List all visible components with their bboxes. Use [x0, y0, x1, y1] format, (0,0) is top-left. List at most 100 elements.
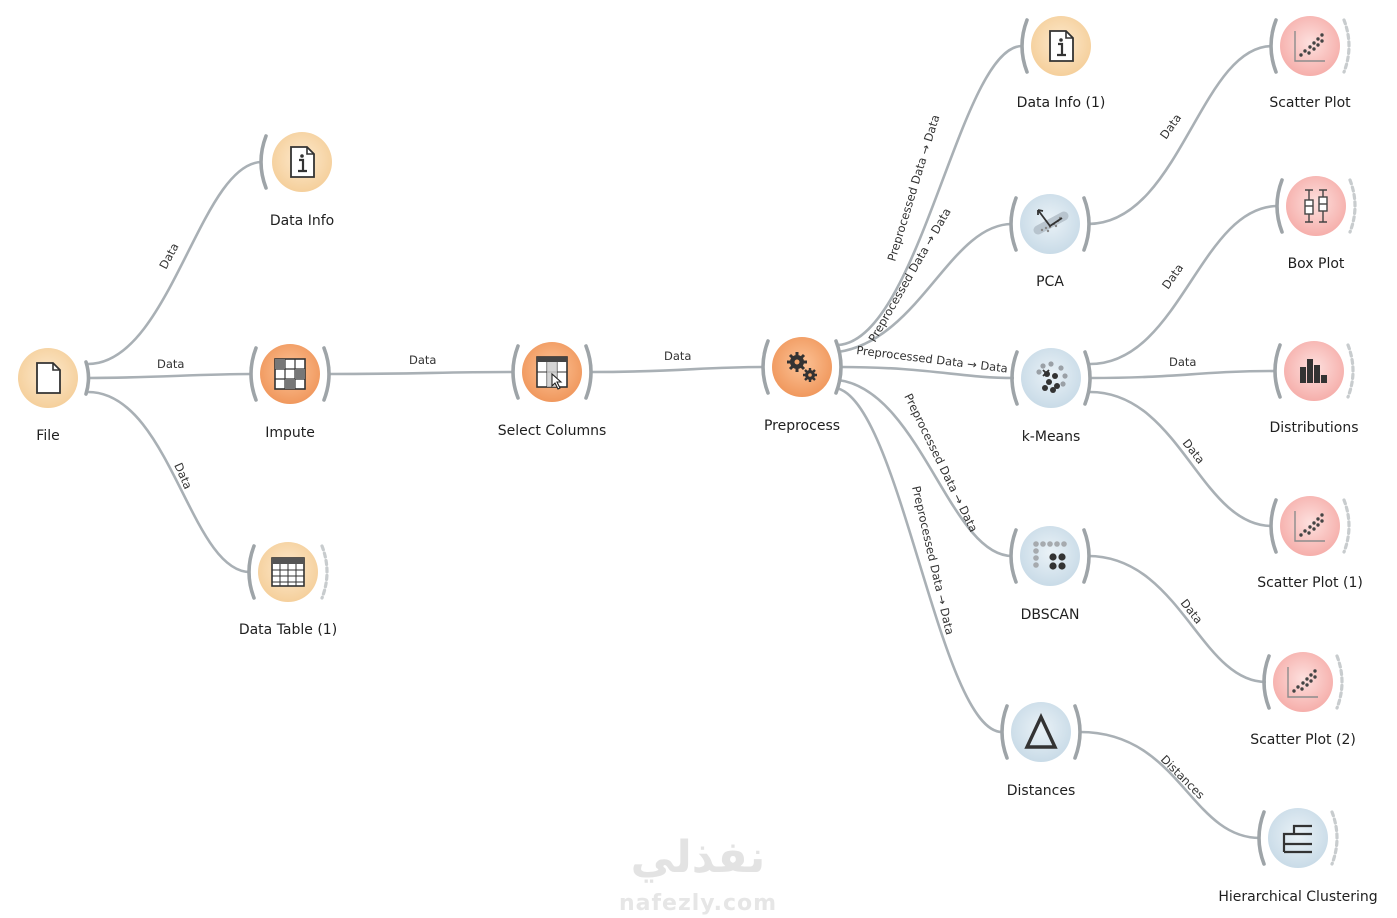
scatter-icon: [1294, 511, 1325, 542]
link-preprocess-distances[interactable]: [835, 386, 1003, 734]
input-anchor[interactable]: [247, 544, 256, 600]
link-pca-scatter-plot[interactable]: [1087, 44, 1273, 226]
output-anchor[interactable]: [834, 339, 843, 395]
output-anchor[interactable]: [1342, 498, 1351, 554]
node-title: PCA: [1036, 274, 1064, 290]
output-anchor[interactable]: [1342, 18, 1351, 74]
node-title: Distances: [1007, 783, 1076, 799]
node-distributions[interactable]: Distributions: [1270, 341, 1359, 436]
output-anchor[interactable]: [322, 346, 331, 402]
watermark-latin: nafezly.com: [619, 891, 777, 916]
output-anchor[interactable]: [1335, 654, 1344, 710]
link-preprocess-kmeans[interactable]: [839, 365, 1015, 380]
output-anchor[interactable]: [1082, 196, 1091, 252]
link-preprocess-dbscan[interactable]: [837, 378, 1013, 558]
node-circle[interactable]: [1268, 808, 1328, 868]
node-pca[interactable]: PCA: [1009, 194, 1091, 290]
output-anchor[interactable]: [1082, 528, 1091, 584]
link-kmeans-box-plot[interactable]: [1089, 204, 1279, 366]
kmeans-icon: [1036, 361, 1068, 393]
link-select-columns-preprocess[interactable]: [589, 365, 765, 374]
output-anchor[interactable]: [84, 360, 91, 396]
link-label: Data: [157, 357, 184, 371]
input-anchor[interactable]: [1010, 350, 1019, 406]
gears-icon: [787, 352, 817, 382]
input-anchor[interactable]: [1000, 704, 1009, 760]
link-dbscan-scatter-plot-2[interactable]: [1087, 554, 1267, 684]
node-box-plot[interactable]: Box Plot: [1275, 176, 1357, 272]
node-impute[interactable]: Impute: [249, 344, 331, 441]
node-dbscan[interactable]: DBSCAN: [1009, 526, 1091, 623]
input-anchor[interactable]: [1275, 178, 1284, 234]
boxplot-icon: [1304, 189, 1328, 223]
node-scatter-plot-2[interactable]: Scatter Plot (2): [1250, 652, 1356, 748]
links-layer: Data Data Data Data Data Preprocessed Da…: [87, 44, 1279, 840]
link-kmeans-distributions[interactable]: [1089, 369, 1277, 380]
node-kmeans[interactable]: k-Means: [1010, 348, 1092, 445]
node-data-info-1[interactable]: Data Info (1): [1017, 16, 1106, 111]
input-anchor[interactable]: [1009, 196, 1018, 252]
node-hierarchical-clustering[interactable]: Hierarchical Clustering: [1218, 808, 1378, 905]
link-preprocess-data-info-1[interactable]: [837, 44, 1023, 347]
triangle-icon: [1024, 712, 1058, 749]
link-file-data-info[interactable]: [87, 160, 263, 366]
node-title: k-Means: [1022, 429, 1081, 445]
node-title: Data Info: [270, 213, 334, 229]
link-kmeans-scatter-plot-1[interactable]: [1089, 390, 1273, 528]
input-anchor[interactable]: [1009, 528, 1018, 584]
nodes-layer: File Data Info: [18, 16, 1378, 905]
input-anchor[interactable]: [1273, 343, 1282, 399]
dbscan-icon: [1033, 541, 1067, 570]
node-circle[interactable]: [1021, 348, 1081, 408]
bars-icon: [1300, 359, 1327, 383]
node-data-table-1[interactable]: Data Table (1): [239, 542, 337, 638]
node-title: Data Table (1): [239, 622, 337, 638]
info-icon: [290, 146, 315, 178]
input-anchor[interactable]: [1269, 18, 1278, 74]
output-anchor[interactable]: [1348, 178, 1357, 234]
output-anchor[interactable]: [320, 544, 329, 600]
output-anchor[interactable]: [1330, 810, 1339, 866]
node-scatter-plot-1[interactable]: Scatter Plot (1): [1257, 496, 1363, 591]
link-impute-select-columns[interactable]: [327, 370, 515, 376]
output-anchor[interactable]: [1083, 350, 1092, 406]
link-label: Data: [409, 353, 436, 367]
link-label: Data: [1180, 436, 1208, 466]
node-select-columns[interactable]: Select Columns: [498, 342, 607, 439]
node-circle[interactable]: [1011, 702, 1071, 762]
node-distances[interactable]: Distances: [1000, 702, 1082, 799]
node-title: Select Columns: [498, 423, 607, 439]
input-anchor[interactable]: [761, 339, 770, 395]
input-anchor[interactable]: [511, 344, 520, 400]
link-file-data-table[interactable]: [87, 390, 251, 574]
link-label: Preprocessed Data → Data: [909, 485, 957, 637]
node-circle[interactable]: [1286, 176, 1346, 236]
table-icon: [271, 557, 305, 587]
pca-icon: [1033, 209, 1069, 235]
link-file-impute[interactable]: [87, 372, 253, 380]
watermark: نفذلي nafezly.com: [619, 832, 777, 916]
input-anchor[interactable]: [1269, 498, 1278, 554]
input-anchor[interactable]: [1262, 654, 1271, 710]
output-anchor[interactable]: [1346, 343, 1355, 399]
node-title: Preprocess: [764, 418, 840, 434]
link-label: Data: [664, 349, 691, 363]
link-label: Data: [156, 241, 181, 272]
link-distances-hierarchical-clustering[interactable]: [1079, 730, 1261, 840]
select-columns-icon: [536, 356, 568, 390]
output-anchor[interactable]: [1073, 704, 1082, 760]
link-preprocess-pca[interactable]: [837, 222, 1013, 354]
output-anchor[interactable]: [584, 344, 593, 400]
node-title: Impute: [265, 425, 315, 441]
node-preprocess[interactable]: Preprocess: [761, 337, 843, 434]
impute-grid-icon: [274, 358, 306, 390]
node-data-info[interactable]: Data Info: [259, 132, 334, 229]
node-scatter-plot[interactable]: Scatter Plot: [1269, 16, 1351, 111]
node-file[interactable]: File: [18, 348, 91, 444]
node-title: Scatter Plot (1): [1257, 575, 1363, 591]
input-anchor[interactable]: [259, 134, 268, 190]
input-anchor[interactable]: [249, 346, 258, 402]
input-anchor[interactable]: [1020, 18, 1029, 74]
input-anchor[interactable]: [1257, 810, 1266, 866]
